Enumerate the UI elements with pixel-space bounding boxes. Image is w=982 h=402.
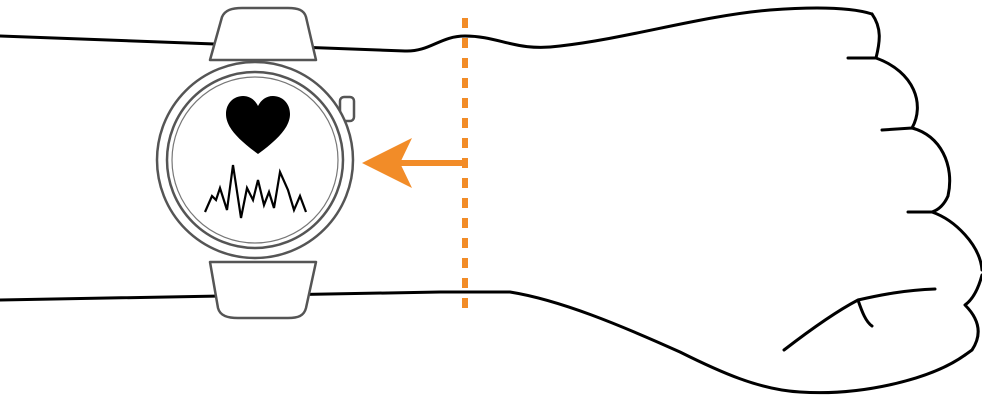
fist-knuckles-outline [848, 14, 982, 355]
watch-band-top [210, 8, 316, 60]
watch-band-bottom [210, 262, 316, 318]
arm-top-outline [0, 8, 872, 51]
arm-bottom-outline [0, 292, 965, 393]
thumb-crease [784, 289, 935, 350]
